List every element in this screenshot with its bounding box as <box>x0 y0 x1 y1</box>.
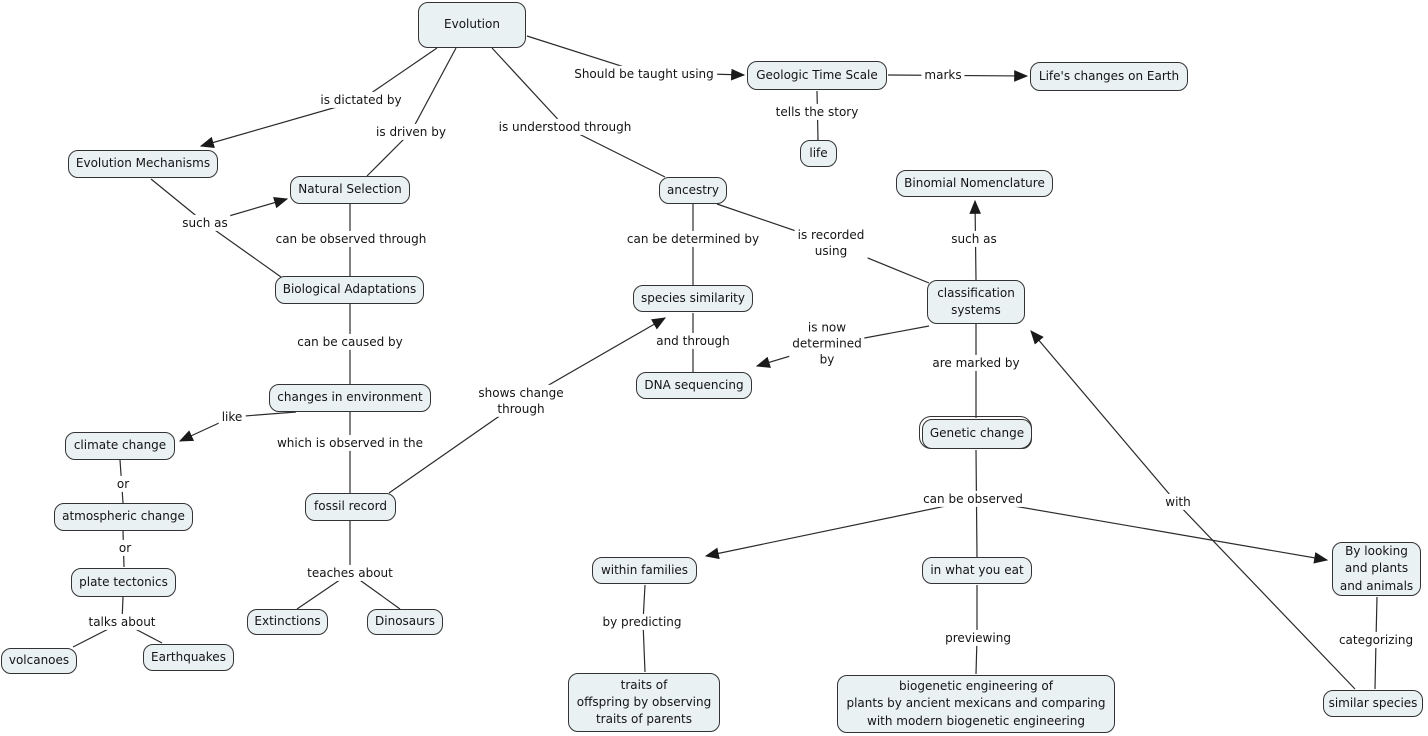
edge-evolution-to-natural-selection <box>366 47 457 177</box>
node-biological-adaptations[interactable]: Biological Adaptations <box>275 276 424 304</box>
link-label-marks[interactable]: marks <box>921 66 965 84</box>
node-volcanoes[interactable]: volcanoes <box>1 648 77 674</box>
link-label-should-be-taught-using[interactable]: Should be taught using <box>571 65 717 83</box>
link-label-such-as-left[interactable]: such as <box>179 214 231 232</box>
link-label-or-1[interactable]: or <box>113 475 133 493</box>
node-earthquakes[interactable]: Earthquakes <box>143 644 234 671</box>
link-label-can-be-caused-by[interactable]: can be caused by <box>294 333 406 351</box>
link-label-such-as-right[interactable]: such as <box>948 230 1000 248</box>
node-by-looking-and-plants-and-animals[interactable]: By looking and plants and animals <box>1332 542 1421 596</box>
link-label-is-dictated-by[interactable]: is dictated by <box>317 91 405 109</box>
link-label-with[interactable]: with <box>1162 493 1194 511</box>
node-ancestry[interactable]: ancestry <box>659 177 727 204</box>
link-label-is-recorded-using[interactable]: is recorded using <box>794 226 868 260</box>
node-fossil-record[interactable]: fossil record <box>305 493 396 521</box>
node-biogenetic-engineering[interactable]: biogenetic engineering of plants by anci… <box>837 675 1115 733</box>
node-changes-in-environment[interactable]: changes in environment <box>269 384 431 412</box>
link-label-can-be-observed[interactable]: can be observed <box>920 490 1026 508</box>
node-lifes-changes-on-earth[interactable]: Life's changes on Earth <box>1030 62 1188 91</box>
node-binomial-nomenclature[interactable]: Binomial Nomenclature <box>896 170 1053 197</box>
node-natural-selection[interactable]: Natural Selection <box>290 176 410 204</box>
link-label-teaches-about[interactable]: teaches about <box>304 564 396 582</box>
node-extinctions[interactable]: Extinctions <box>247 609 328 635</box>
edge-genetic-change-to-within-families <box>704 501 966 560</box>
link-label-is-driven-by[interactable]: is driven by <box>373 123 449 141</box>
link-label-can-be-determined-by[interactable]: can be determined by <box>623 230 763 248</box>
edge-evolution-mechanisms-to-biological-adaptations <box>204 222 282 278</box>
link-label-talks-about[interactable]: talks about <box>85 613 159 631</box>
node-traits-of-offspring[interactable]: traits of offspring by observing traits … <box>568 673 720 732</box>
link-label-shows-change-through[interactable]: shows change through <box>475 384 567 418</box>
node-dna-sequencing[interactable]: DNA sequencing <box>636 372 752 399</box>
node-in-what-you-eat[interactable]: in what you eat <box>922 557 1032 584</box>
link-label-like[interactable]: like <box>218 408 246 426</box>
node-geologic-time-scale[interactable]: Geologic Time Scale <box>747 61 887 90</box>
node-similar-species[interactable]: similar species <box>1323 690 1423 717</box>
link-label-can-be-observed-through[interactable]: can be observed through <box>272 230 430 248</box>
node-species-similarity[interactable]: species similarity <box>633 285 753 312</box>
node-plate-tectonics[interactable]: plate tectonics <box>71 568 176 597</box>
edge-genetic-change-to-by-looking-and-plants-and-animals <box>1007 504 1329 564</box>
link-label-and-through[interactable]: and through <box>653 332 733 350</box>
link-label-by-predicting[interactable]: by predicting <box>599 613 685 631</box>
node-evolution-mechanisms[interactable]: Evolution Mechanisms <box>68 150 218 178</box>
node-within-families[interactable]: within families <box>592 557 697 584</box>
link-label-previewing[interactable]: previewing <box>942 629 1014 647</box>
link-label-is-understood-through[interactable]: is understood through <box>495 118 635 136</box>
node-genetic-change[interactable]: Genetic change <box>919 416 1032 449</box>
link-label-categorizing[interactable]: categorizing <box>1335 631 1417 649</box>
node-classification-systems[interactable]: classification systems <box>927 280 1025 324</box>
node-atmospheric-change[interactable]: atmospheric change <box>54 503 193 531</box>
node-evolution[interactable]: Evolution <box>418 2 526 48</box>
link-label-are-marked-by[interactable]: are marked by <box>929 354 1023 372</box>
link-label-or-2[interactable]: or <box>115 539 135 557</box>
node-dinosaurs[interactable]: Dinosaurs <box>367 609 443 635</box>
node-life[interactable]: life <box>800 140 837 167</box>
link-label-is-now-determined-by[interactable]: is now determined by <box>789 319 865 369</box>
link-label-which-is-observed-in-the[interactable]: which is observed in the <box>273 434 427 452</box>
link-label-tells-the-story[interactable]: tells the story <box>772 103 862 121</box>
node-climate-change[interactable]: climate change <box>65 432 175 460</box>
